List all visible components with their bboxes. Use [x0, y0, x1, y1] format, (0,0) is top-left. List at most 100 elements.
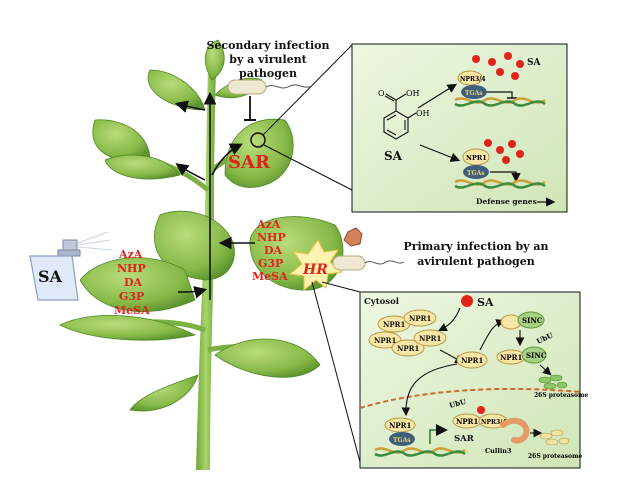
proteasome-label: 26S proteasome [528, 453, 582, 460]
signal-aza: AzA [256, 218, 281, 231]
npr1-monomer [456, 351, 488, 369]
arrow-into-nucleus [401, 363, 458, 417]
proteasome-label: 26S proteasome [534, 392, 588, 399]
sa-spray-bottle [29, 231, 113, 301]
zoom-line-bottom-2 [321, 281, 361, 293]
sinc-label: SINC [526, 351, 547, 360]
npr1-label: NPR1 [383, 320, 405, 329]
leaf-mid-left [92, 119, 151, 162]
dna-helix-mid [454, 179, 546, 189]
sa-structure-label: SA [384, 149, 403, 163]
sa-molecules-top [472, 52, 524, 80]
upper-signal-list: AzA NHP DA G3P MeSA [252, 218, 288, 283]
npr1-label: NPR1 [466, 154, 487, 162]
npr1-label: NPR1 [500, 353, 522, 362]
defense-genes-label: Defense genes [476, 197, 537, 206]
leaf-sar [224, 118, 294, 188]
tgas-protein [389, 432, 415, 446]
lower-signal-list: AzA NHP DA G3P MeSA [114, 248, 150, 317]
leaf-mid-left-2 [104, 154, 181, 180]
activation-arrow [490, 171, 521, 183]
signal-g3p: G3P [119, 290, 144, 303]
bottom-panel: Cytosol SA NPR1 NPR1 NPR1 NPR1 NPR1 NPR1… [359, 291, 588, 469]
signal-nhp: NHP [257, 231, 286, 244]
ubiquitin-label: UbU [448, 397, 467, 410]
zoom-line-top-2 [263, 144, 353, 191]
tgas-label: TGAs [393, 437, 411, 444]
npr1-label: NPR1 [397, 344, 419, 353]
npr1-nuclear [384, 417, 416, 433]
tgas-label: TGAs [465, 90, 483, 97]
signal-nhp: NHP [117, 262, 146, 275]
note-line: by a virulent [229, 53, 307, 66]
sinc-protein [521, 346, 547, 364]
oh-top-label: OH [406, 89, 420, 98]
leaf-center [154, 210, 235, 281]
leaf-lower-left [79, 257, 196, 313]
hr-label: HR [302, 262, 328, 278]
cullin3 [500, 417, 530, 444]
sar-label: SAR [454, 434, 475, 444]
npr34-label: NPR3/4 [460, 76, 486, 83]
top-panel: OH O OH SA SA NPR3/4 TGAs [351, 43, 568, 213]
spray-label: SA [38, 267, 63, 286]
dna-helix-top [454, 97, 546, 107]
npr34-protein [457, 70, 483, 86]
sinc-label: SINC [522, 316, 543, 325]
arrow-to-npr1 [419, 144, 461, 162]
signal-aza: AzA [118, 248, 143, 261]
signal-mesa: MeSA [114, 304, 150, 317]
leaf-lowest-left [129, 374, 199, 412]
sar-zoom-circle [250, 132, 266, 148]
sa-molecule [461, 295, 473, 307]
oh-ring-label: OH [416, 109, 430, 118]
tgas-protein [463, 165, 489, 179]
salicylic-acid-structure [383, 93, 417, 140]
virulent-pathogen [227, 79, 313, 121]
sar-activation-arrow [429, 424, 448, 444]
npr1-label: NPR1 [374, 336, 396, 345]
npr1-label: NPR1 [456, 417, 478, 426]
tgas-protein [461, 85, 487, 99]
leaf-bottom-right [214, 338, 321, 378]
sa-molecule [477, 406, 485, 414]
leaf-bottom-left [59, 315, 197, 341]
secondary-infection-note: Secondary infection by a virulent pathog… [206, 39, 329, 80]
o-label: O [378, 89, 385, 98]
cullin-label: Cullin3 [485, 447, 512, 455]
npr1-label: NPR1 [419, 334, 441, 343]
npr1-oligomer [368, 309, 447, 357]
npr1-label: NPR1 [409, 314, 431, 323]
cytosol-label: Cytosol [364, 297, 400, 307]
arrow-to-npr34 [417, 83, 458, 109]
plant-arrows [174, 91, 255, 300]
plant [59, 39, 344, 470]
arrow-sa-to-cluster [438, 307, 461, 331]
primary-infection-note: Primary infection by an avirulent pathog… [403, 240, 548, 268]
avirulent-pathogen [332, 227, 405, 271]
proteasome-fragments-top [538, 374, 568, 390]
note-line: pathogen [239, 67, 297, 80]
arrow-to-sinc [479, 319, 506, 351]
note-line: Primary infection by an [403, 240, 548, 253]
leaf-top-left [147, 69, 206, 111]
sa-label: SA [477, 296, 494, 309]
leaf-top [204, 39, 225, 81]
sa-molecules-mid [484, 139, 524, 164]
npr1-label: NPR1 [461, 356, 483, 365]
tgas-label: TGAs [467, 170, 485, 177]
npr34-label: NPR3/4 [481, 419, 507, 426]
proteasome-fragments-bottom [539, 429, 570, 446]
npr1-label: NPR1 [389, 421, 411, 430]
zoom-line-top [262, 44, 353, 136]
sar-label: SAR [228, 152, 271, 173]
signal-da: DA [264, 244, 283, 257]
note-line: avirulent pathogen [417, 255, 535, 268]
signal-g3p: G3P [258, 257, 283, 270]
repression-line [487, 91, 513, 98]
sa-label-top: SA [527, 58, 541, 68]
nuclear-membrane [359, 387, 581, 409]
hr-burst [288, 239, 344, 292]
sinc-protein [517, 311, 545, 329]
